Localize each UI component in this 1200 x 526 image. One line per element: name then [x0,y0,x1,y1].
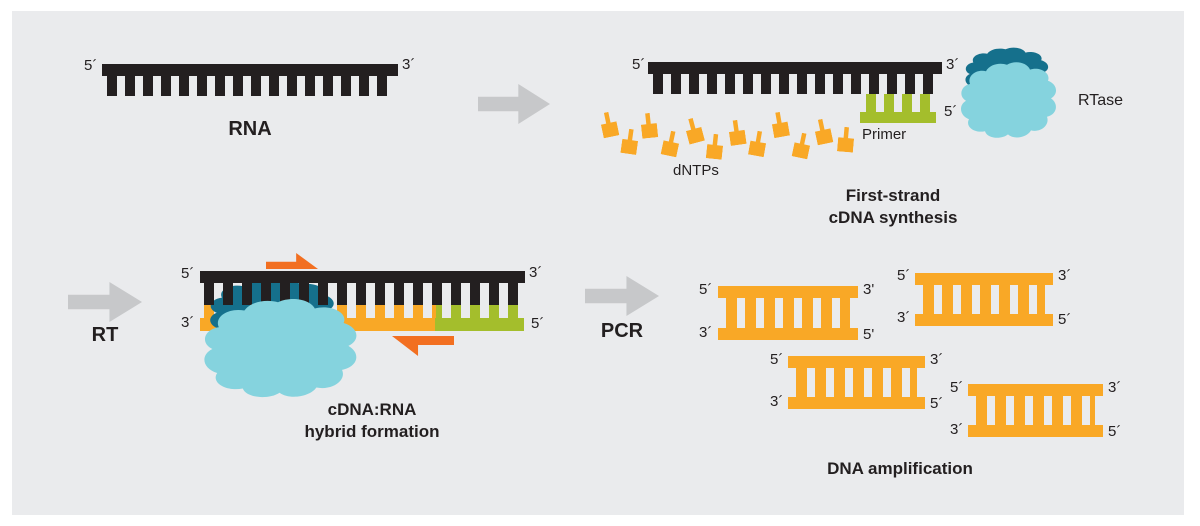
ladder-rungs [726,298,850,328]
ladder-bottom-bar [915,314,1053,326]
caption-line: hybrid formation [304,422,440,441]
primer-teeth [866,94,930,112]
ladder-top-left-label: 5´ [950,379,964,396]
ladder-rungs [796,368,917,397]
rt-label: RT [91,324,119,346]
strand-bar [102,64,398,76]
ladder-bottom-right-label: 5´ [930,395,944,412]
rtase-enzyme-icon [960,47,1057,138]
caption-line: First-strand [845,186,941,205]
hybrid-top-teeth [204,283,521,305]
ladder-bottom-bar [968,425,1103,437]
primer-bar [860,112,936,123]
strand-teeth [107,76,394,96]
dna-ladder [915,273,1053,326]
dna-ladder [718,286,858,340]
ladder-bottom-right-label: 5' [863,326,875,343]
hybrid-top-three-prime-label: 3´ [529,264,543,281]
ladder-top-right-label: 3' [863,281,875,298]
hybrid-top-five-prime-label: 5´ [181,265,195,282]
hybrid-caption: cDNA:RNA hybrid formation [262,399,482,443]
caption-line: cDNA synthesis [828,208,958,227]
rna-five-prime-label: 5´ [84,57,98,74]
rtase-label: RTase [1078,92,1124,109]
ladder-top-bar [968,384,1103,396]
ladder-top-left-label: 5´ [770,351,784,368]
ladder-top-left-label: 5´ [897,267,911,284]
first-strand-caption: First-strand cDNA synthesis [783,185,1003,229]
template-three-prime-label: 3´ [946,56,960,73]
dna-ladder [788,356,925,409]
rna-three-prime-label: 3´ [402,56,416,73]
rtase-enzyme-light-icon [204,298,357,398]
ladder-bottom-left-label: 3´ [770,393,784,410]
ladder-rungs [976,396,1095,425]
hybrid-bottom-five-prime-label: 5´ [531,315,545,332]
ladder-top-bar [915,273,1053,285]
ladder-bottom-bar [718,328,858,340]
primer-label: Primer [862,126,907,143]
ladder-bottom-bar [788,397,925,409]
hybrid-top-bar [200,271,525,283]
ladder-top-right-label: 3´ [1058,267,1072,284]
strand-teeth [653,74,938,94]
ladder-top-right-label: 3´ [1108,379,1122,396]
ladder-rungs [923,285,1045,314]
hybrid-bottom-bar-green [435,318,524,331]
ladder-bottom-left-label: 3´ [897,309,911,326]
dna-ladder [968,384,1103,437]
ladder-top-bar [788,356,925,368]
hybrid-bottom-three-prime-label: 3´ [181,314,195,331]
ladder-top-left-label: 5´ [699,281,713,298]
rna-label: RNA [228,118,272,140]
caption-line: cDNA:RNA [327,400,417,419]
ladder-top-right-label: 3´ [930,351,944,368]
strand-bar [648,62,942,74]
template-five-prime-label: 5´ [632,56,646,73]
ladder-bottom-left-label: 3´ [950,421,964,438]
ladder-bottom-left-label: 3´ [699,324,713,341]
dna-amplification-caption: DNA amplification [827,459,973,478]
ladder-top-bar [718,286,858,298]
ladder-bottom-right-label: 5´ [1058,311,1072,328]
dntps-label: dNTPs [673,162,719,179]
ladder-bottom-right-label: 5´ [1108,423,1122,440]
primer-five-prime-label: 5´ [944,103,958,120]
pcr-label: PCR [600,320,644,342]
